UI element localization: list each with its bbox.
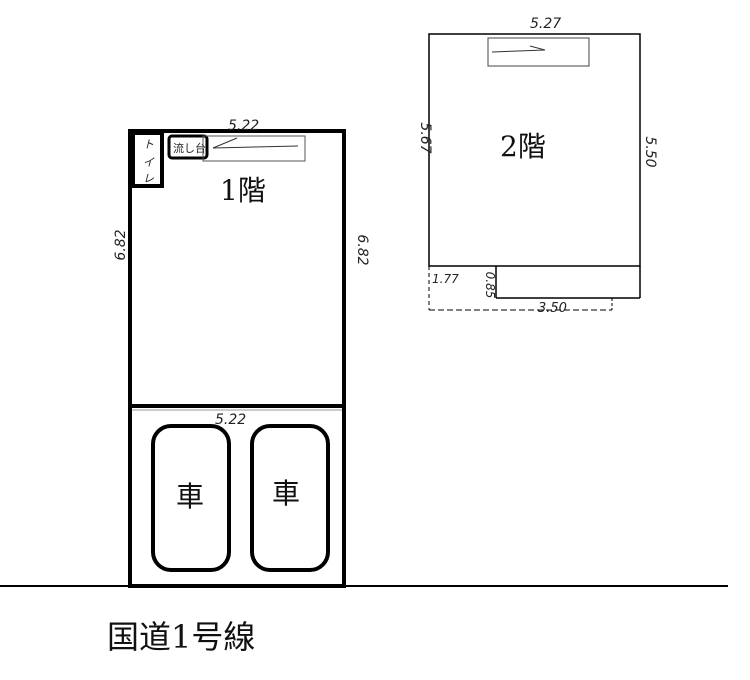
floor2-dim-small-left: 1.77 — [432, 272, 459, 286]
toilet-room — [131, 131, 164, 188]
floor1-dim-top: 5.22 — [228, 118, 259, 134]
car-label-1: 車 — [176, 480, 204, 513]
floor1-title: 1階 — [220, 174, 266, 207]
floor2-dim-small-height: 0.85 — [483, 272, 497, 299]
floor2-stairs — [487, 37, 590, 67]
sink-label: 流し台 — [173, 141, 206, 155]
sink-box — [167, 134, 209, 160]
floor1-stairs-arrow — [212, 145, 299, 149]
floor2-title: 2階 — [500, 130, 546, 163]
floor2-dim-bottom: 3.50 — [538, 301, 567, 316]
parking-dim-top: 5.22 — [215, 412, 246, 428]
floor1-stairs — [202, 135, 306, 162]
floor1-stairs-arrow-head — [212, 137, 238, 149]
floor1-dim-right: 6.82 — [354, 234, 370, 265]
toilet-label-char-2: イ — [143, 156, 155, 169]
car-space-1 — [151, 424, 231, 572]
floor2-dim-top: 5.27 — [530, 16, 561, 32]
floor2-stairs-arrow-head — [529, 45, 546, 51]
floor2-stairs-arrow — [491, 49, 546, 53]
floor2-dim-right: 5.50 — [642, 136, 658, 167]
toilet-label-char-1: ト — [143, 138, 154, 151]
floor2-dim-left: 5.67 — [417, 122, 433, 153]
car-label-2: 車 — [272, 477, 300, 510]
parking-outline — [128, 404, 346, 588]
floor1-dim-left: 6.82 — [113, 229, 129, 260]
toilet-label-char-3: レ — [143, 172, 154, 185]
car-space-2 — [250, 424, 330, 572]
road-label: 国道1号線 — [107, 618, 255, 656]
